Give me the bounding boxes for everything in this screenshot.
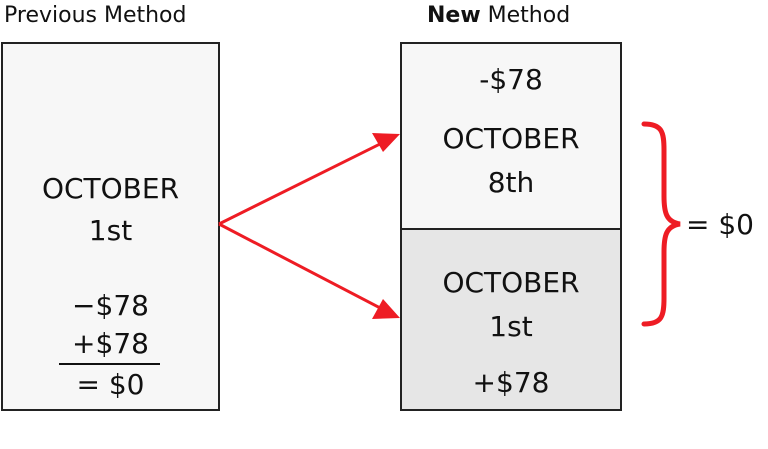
arrow-to-new-bottom-line xyxy=(218,222,385,312)
arrow-head-top-icon xyxy=(372,133,400,152)
new-top-month: OCTOBER xyxy=(442,122,580,155)
new-method-heading: New Method xyxy=(427,2,570,30)
new-method-heading-bold: New xyxy=(427,3,481,28)
new-method-bottom-box xyxy=(400,228,622,411)
sum-line xyxy=(59,363,160,365)
new-top-amount: -$78 xyxy=(479,63,543,96)
new-bottom-amount: +$78 xyxy=(472,366,550,399)
new-top-day: 8th xyxy=(487,166,535,199)
arrow-head-bottom-icon xyxy=(372,299,400,319)
previous-debit: −$78 xyxy=(72,289,149,322)
new-method-top-box xyxy=(400,42,622,230)
previous-total: = $0 xyxy=(76,368,145,401)
previous-date-month: OCTOBER xyxy=(41,172,180,205)
previous-method-heading: Previous Method xyxy=(4,3,187,28)
bracket-total: = $0 xyxy=(686,208,754,241)
previous-method-box xyxy=(1,42,220,411)
previous-credit: +$78 xyxy=(72,327,149,360)
previous-date-day: 1st xyxy=(88,214,133,247)
arrow-to-new-top-line xyxy=(218,140,385,226)
curly-bracket-icon xyxy=(641,121,681,327)
split-arrows xyxy=(218,140,385,312)
new-method-heading-rest: Method xyxy=(480,3,571,28)
new-bottom-day: 1st xyxy=(489,310,533,343)
new-bottom-month: OCTOBER xyxy=(442,266,580,299)
